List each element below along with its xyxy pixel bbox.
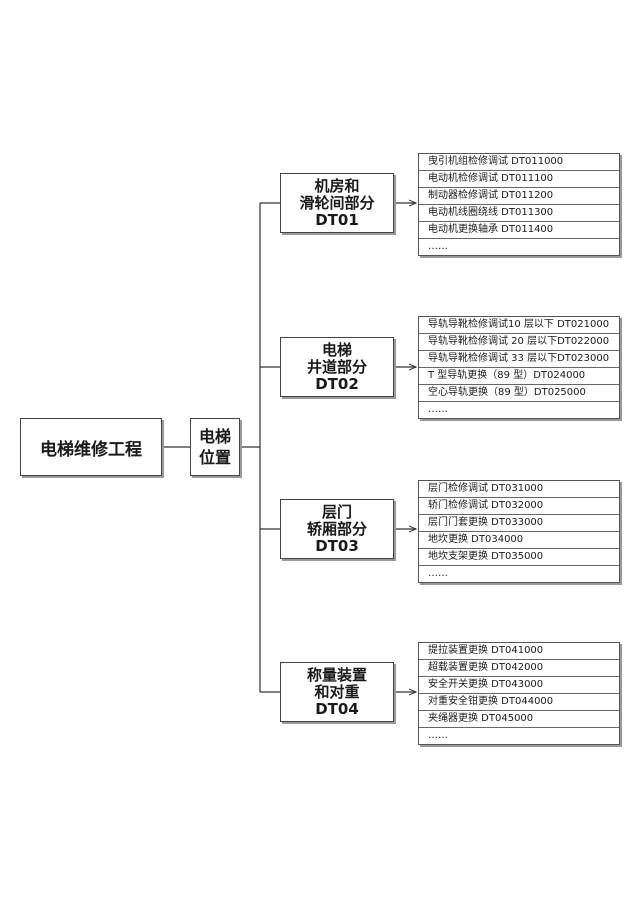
list-item: 超载装置更换 DT042000 [419, 660, 619, 677]
category-label-line: 层门 [321, 502, 352, 521]
list-item: 地坎支架更换 DT035000 [419, 549, 619, 566]
list-item: 曳引机组检修调试 DT011000 [419, 154, 619, 171]
item-list-dt04: 提拉装置更换 DT041000 超载装置更换 DT042000 安全开关更换 D… [418, 642, 620, 745]
category-code: DT03 [315, 536, 359, 555]
category-node-dt03: 层门 轿厢部分 DT03 [280, 499, 394, 559]
category-node-dt02: 电梯 井道部分 DT02 [280, 337, 394, 397]
list-item: …… [428, 730, 448, 741]
list-item: 导轨导靴检修调试10 层以下 DT021000 [419, 317, 619, 334]
list-item: …… [428, 404, 448, 415]
category-label-line: 滑轮间部分 [299, 193, 375, 212]
category-code: DT04 [315, 699, 359, 718]
list-item: 层门门套更换 DT033000 [419, 515, 619, 532]
list-item: 轿门检修调试 DT032000 [419, 498, 619, 515]
root-node: 电梯维修工程 [20, 418, 162, 476]
list-item: 电动机线圈绕线 DT011300 [419, 205, 619, 222]
category-node-dt01: 机房和 滑轮间部分 DT01 [280, 173, 394, 233]
list-item: 导轨导靴检修调试 20 层以下DT022000 [419, 334, 619, 351]
list-item: 制动器检修调试 DT011200 [419, 188, 619, 205]
category-label-line: 轿厢部分 [306, 519, 367, 538]
position-node: 电梯 位置 [190, 418, 240, 476]
category-code: DT01 [315, 210, 359, 229]
category-label-line: 称量装置 [306, 665, 367, 684]
list-item: …… [428, 568, 448, 579]
item-list-dt03: 层门检修调试 DT031000 轿门检修调试 DT032000 层门门套更换 D… [418, 480, 620, 583]
list-item: 安全开关更换 DT043000 [419, 677, 619, 694]
category-code: DT02 [315, 374, 359, 393]
category-label-line: 井道部分 [306, 357, 367, 376]
list-item: 层门检修调试 DT031000 [419, 481, 619, 498]
category-label-line: 机房和 [314, 176, 360, 195]
list-item: 导轨导靴检修调试 33 层以下DT023000 [419, 351, 619, 368]
list-item: 提拉装置更换 DT041000 [419, 643, 619, 660]
list-item: 夹绳器更换 DT045000 [419, 711, 619, 728]
root-label: 电梯维修工程 [40, 439, 142, 460]
list-item: 空心导轨更换（89 型）DT025000 [419, 385, 619, 402]
list-item: 地坎更换 DT034000 [419, 532, 619, 549]
category-label-line: 电梯 [321, 340, 352, 359]
list-item: …… [428, 241, 448, 252]
list-item: 对重安全钳更换 DT044000 [419, 694, 619, 711]
item-list-dt02: 导轨导靴检修调试10 层以下 DT021000 导轨导靴检修调试 20 层以下D… [418, 316, 620, 419]
list-item: T 型导轨更换（89 型）DT024000 [419, 368, 619, 385]
position-label-line1: 电梯 [198, 427, 231, 446]
list-item: 电动机更换轴承 DT011400 [419, 222, 619, 239]
category-label-line: 和对重 [314, 682, 360, 701]
item-list-dt01: 曳引机组检修调试 DT011000 电动机检修调试 DT011100 制动器检修… [418, 153, 620, 256]
list-item: 电动机检修调试 DT011100 [419, 171, 619, 188]
position-label-line2: 位置 [198, 448, 231, 467]
category-node-dt04: 称量装置 和对重 DT04 [280, 662, 394, 722]
